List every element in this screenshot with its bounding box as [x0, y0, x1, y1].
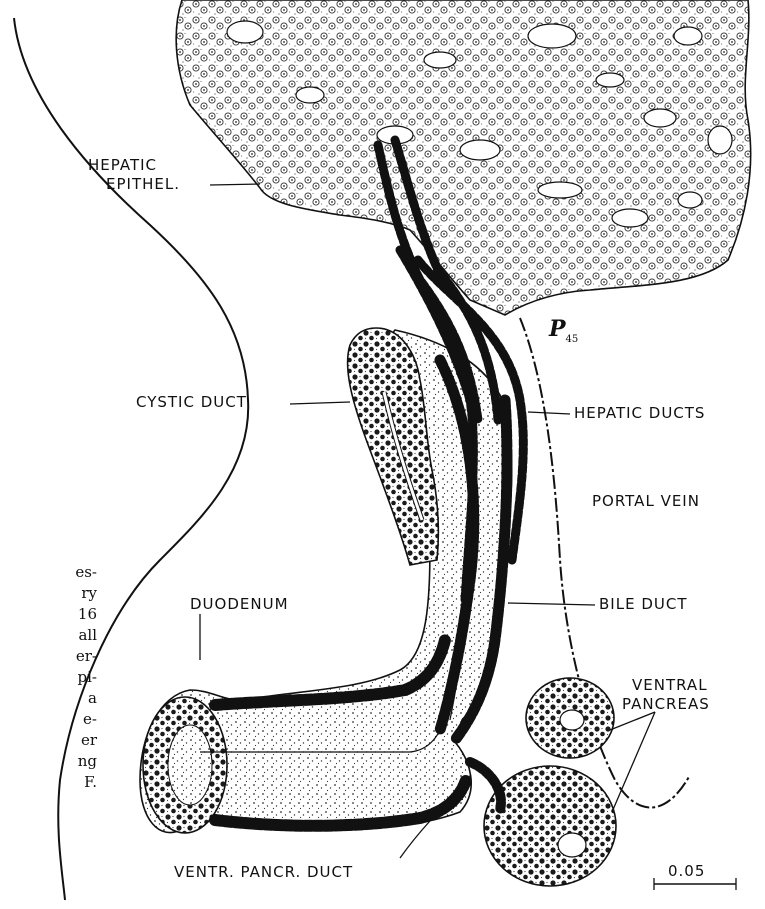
caption-line: e-: [75, 709, 97, 730]
liver-sinusoid: [227, 21, 263, 43]
ventral-pancreas-lower-lumen: [558, 833, 586, 857]
leader-hepatic-ducts: [528, 412, 570, 414]
liver-sinusoid: [528, 24, 576, 48]
caption-line: ng: [75, 751, 97, 772]
ventral-pancreas-neck: [470, 762, 501, 810]
ventral-pancreas-lower: [484, 766, 616, 886]
caption-line: er: [75, 730, 97, 751]
liver-sinusoid: [538, 182, 582, 198]
leader-bile-duct: [508, 603, 595, 605]
leader-cystic-duct: [290, 402, 350, 404]
label-hepatic-epithel-line1: HEPATIC: [88, 158, 157, 173]
artist-signature: P45: [549, 318, 578, 345]
liver-sinusoid: [424, 52, 456, 68]
caption-line: er-: [75, 646, 97, 667]
label-duodenum: DUODENUM: [190, 597, 289, 612]
caption-line: 16: [75, 604, 97, 625]
liver-sinusoid: [678, 192, 702, 208]
hepatic-epithelium: [176, 0, 750, 315]
leader-hepatic-epithel: [210, 184, 260, 185]
label-ventral-pancreas-line1: VENTRAL: [632, 678, 708, 693]
label-ventral-pancreas-line2: PANCREAS: [622, 697, 710, 712]
liver-sinusoid: [644, 109, 676, 127]
liver-sinusoid: [674, 27, 702, 45]
liver-sinusoid: [596, 73, 624, 87]
liver-sinusoid: [460, 140, 500, 160]
label-cystic-duct: CYSTIC DUCT: [136, 395, 247, 410]
label-portal-vein: PORTAL VEIN: [592, 494, 700, 509]
signature-mark: P: [549, 316, 566, 342]
signature-year: 45: [566, 334, 579, 345]
ventral-pancreas-upper-lumen: [560, 710, 584, 730]
liver-sinusoid: [612, 209, 648, 227]
label-hepatic-ducts: HEPATIC DUCTS: [574, 406, 705, 421]
liver-sinusoid: [708, 126, 732, 154]
label-bile-duct: BILE DUCT: [599, 597, 687, 612]
caption-line: a: [75, 688, 97, 709]
duodenum-lumen: [168, 725, 212, 805]
liver-sinusoid: [296, 87, 324, 103]
caption-line: pi-: [75, 667, 97, 688]
caption-line: all: [75, 625, 97, 646]
scale-bar-label: 0.05: [668, 864, 705, 879]
label-ventr-pancr-duct: VENTR. PANCR. DUCT: [174, 865, 353, 880]
caption-line: F.: [75, 772, 97, 793]
caption-line: es-: [75, 562, 97, 583]
caption-line: ry: [75, 583, 97, 604]
label-hepatic-epithel-line2: EPITHEL.: [106, 177, 180, 192]
